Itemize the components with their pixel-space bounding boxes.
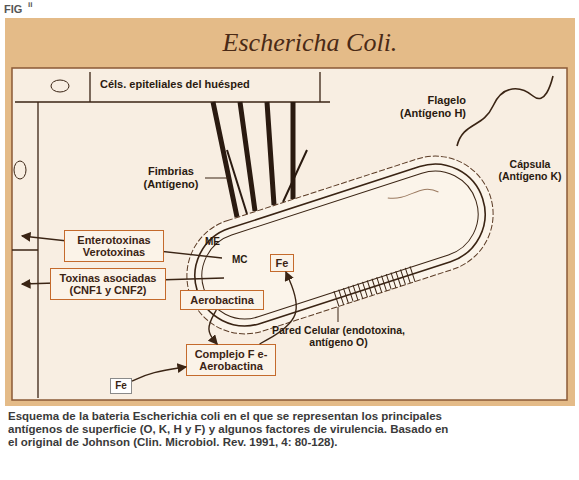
complex-box: Complejo F e- Aerobactina [186,344,276,376]
box-text: Toxinas asociadas (CNF1 y CNF2) [53,272,163,297]
leader-line [205,178,228,179]
wall-hatching [334,266,415,306]
flagellum [457,76,553,146]
cytoplasm-detail [388,182,439,207]
iron-box: Fe [270,254,294,272]
host-nucleus [51,80,69,92]
figure-caption: Esquema de la bateria Escherichia coli e… [8,410,460,450]
leader-line [338,307,339,322]
capsule-label: Cápsula (Antígeno K) [494,158,566,182]
panel [5,18,575,406]
box-text: Fe [276,257,289,269]
fimbria [213,102,293,217]
figure-superscript: ii [28,0,42,9]
iron-uptake-arrow [209,310,217,344]
box-text: Complejo F e- Aerobactina [189,348,273,373]
iron-uptake-arrow [260,272,297,344]
capsule [172,141,508,349]
host-cell-label: Céls. epiteliales del huésped [100,78,305,91]
fimbria-label: Fimbrias (Antígeno) [138,165,204,190]
box-text: Enterotoxinas Verotoxinas [67,234,161,259]
cytoplasmic-membrane [191,160,490,330]
flagellum-label: Flagelo (Antígeno H) [382,94,466,119]
cell-wall-label: Pared Celular (endotoxina, antígeno O) [266,324,411,348]
figure-title: Eschericha Coli. [150,28,470,58]
iron-box: Fe [110,378,132,394]
toxin-box: Toxinas asociadas (CNF1 y CNF2) [50,268,166,300]
iron-uptake-arrow [132,367,186,381]
bacterium [172,141,508,349]
host-nucleus [14,161,26,179]
box-text: Fe [115,380,127,391]
toxin-box: Enterotoxinas Verotoxinas [64,230,164,262]
box-text: Aerobactina [190,294,254,306]
cell-wall [182,151,498,339]
membrane-label: ME [205,236,229,248]
membrane-label: MC [232,254,256,266]
siderophore-box: Aerobactina [180,290,264,310]
drawing-area [12,68,567,400]
